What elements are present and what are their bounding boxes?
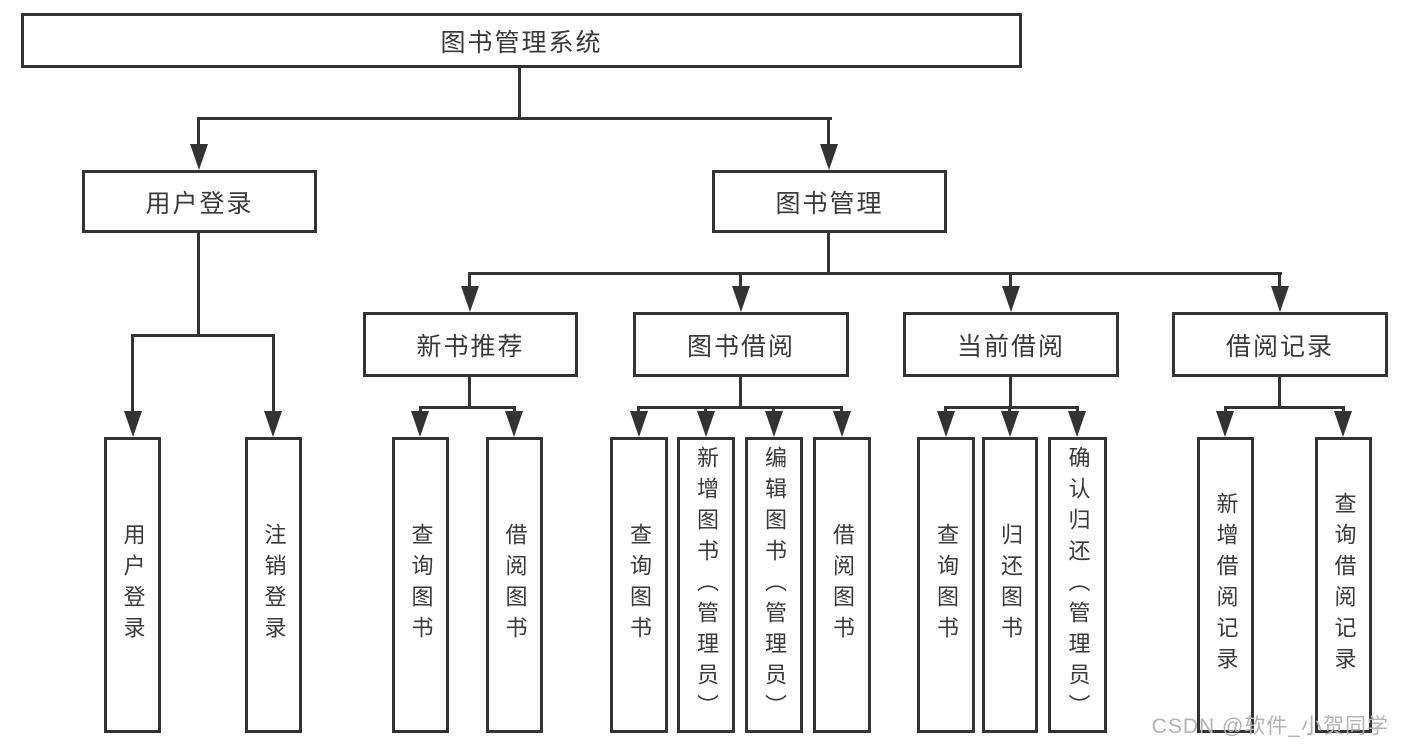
node-user-login: 用户登录 bbox=[82, 170, 317, 233]
node-root-label: 图书管理系统 bbox=[440, 28, 603, 57]
connector-records-drop-1 bbox=[1224, 406, 1227, 414]
leaf-records-add-record-label: 新增借阅记录 bbox=[1213, 492, 1239, 678]
node-book-management-label: 图书管理 bbox=[775, 189, 884, 218]
leaf-borrow-edit-books-admin: 编辑图书（管理员） bbox=[745, 437, 803, 733]
leaf-borrow-query-books: 查询图书 bbox=[610, 437, 668, 733]
leaf-current-return-books: 归还图书 bbox=[982, 437, 1038, 733]
leaf-newbook-query-books-label: 查询图书 bbox=[408, 523, 434, 647]
connector-records-trunk bbox=[1278, 375, 1281, 408]
arrowhead-down bbox=[697, 411, 715, 437]
csdn-watermark: CSDN @软件_小贺同学 bbox=[1151, 715, 1389, 738]
arrowhead-down bbox=[937, 411, 955, 437]
node-new-book-recommend-label: 新书推荐 bbox=[416, 332, 525, 361]
connector-newbook-hline bbox=[419, 406, 516, 409]
connector-level2-drop-1 bbox=[468, 272, 471, 292]
leaf-borrow-add-books-admin: 新增图书（管理员） bbox=[677, 437, 735, 733]
arrowhead-down bbox=[820, 144, 838, 170]
connector-newbook-drop-1 bbox=[419, 406, 422, 414]
connector-records-drop-2 bbox=[1342, 406, 1345, 414]
arrowhead-down bbox=[833, 411, 851, 437]
arrowhead-down bbox=[124, 411, 142, 437]
arrowhead-down bbox=[630, 411, 648, 437]
connector-borrow-drop-1 bbox=[637, 406, 640, 414]
connector-userlogin-hline bbox=[131, 334, 275, 337]
connector-borrow-hline bbox=[637, 406, 843, 409]
leaf-current-confirm-return-admin: 确认归还（管理员） bbox=[1048, 437, 1107, 733]
leaf-newbook-borrow-books: 借阅图书 bbox=[486, 437, 543, 733]
connector-root-trunk bbox=[518, 66, 521, 120]
leaf-logout: 注销登录 bbox=[245, 437, 302, 733]
arrowhead-down bbox=[1271, 286, 1289, 312]
connector-level1-hline bbox=[197, 117, 832, 120]
connector-records-hline bbox=[1224, 406, 1345, 409]
arrowhead-down bbox=[190, 144, 208, 170]
arrowhead-down bbox=[765, 411, 783, 437]
leaf-borrow-borrow-books-label: 借阅图书 bbox=[830, 523, 855, 647]
leaf-borrow-add-books-admin-label: 新增图书（管理员） bbox=[694, 445, 719, 725]
arrowhead-down bbox=[411, 411, 429, 437]
leaf-borrow-borrow-books: 借阅图书 bbox=[813, 437, 871, 733]
connector-newbook-drop-2 bbox=[513, 406, 516, 414]
node-current-borrow: 当前借阅 bbox=[903, 312, 1119, 377]
connector-current-drop-2 bbox=[1008, 406, 1011, 414]
connector-level2-drop-2 bbox=[739, 272, 742, 292]
leaf-user-login-label: 用户登录 bbox=[120, 523, 146, 647]
leaf-current-query-books: 查询图书 bbox=[917, 437, 975, 733]
arrowhead-down bbox=[1001, 411, 1019, 437]
leaf-borrow-query-books-label: 查询图书 bbox=[627, 523, 652, 647]
node-book-management: 图书管理 bbox=[712, 170, 947, 233]
connector-level2-hline bbox=[468, 272, 1282, 275]
connector-userlogin-drop-1 bbox=[131, 334, 134, 416]
node-borrow-records-label: 借阅记录 bbox=[1225, 332, 1334, 361]
connector-userlogin-trunk bbox=[197, 231, 200, 336]
connector-borrow-trunk bbox=[739, 375, 742, 408]
leaf-records-query-record-label: 查询借阅记录 bbox=[1331, 492, 1357, 678]
node-borrow-records: 借阅记录 bbox=[1172, 312, 1388, 377]
connector-level2-drop-3 bbox=[1009, 272, 1012, 292]
node-book-borrow: 图书借阅 bbox=[633, 312, 849, 377]
connector-borrow-drop-3 bbox=[772, 406, 775, 414]
connector-borrow-drop-4 bbox=[840, 406, 843, 414]
leaf-newbook-query-books: 查询图书 bbox=[392, 437, 449, 733]
connector-userlogin-drop-2 bbox=[272, 334, 275, 416]
connector-borrow-drop-2 bbox=[704, 406, 707, 414]
arrowhead-down bbox=[1216, 411, 1234, 437]
connector-current-trunk bbox=[1009, 375, 1012, 408]
node-current-borrow-label: 当前借阅 bbox=[956, 332, 1065, 361]
leaf-user-login: 用户登录 bbox=[104, 437, 161, 733]
arrowhead-down bbox=[1002, 286, 1020, 312]
node-book-borrow-label: 图书借阅 bbox=[686, 332, 795, 361]
leaf-newbook-borrow-books-label: 借阅图书 bbox=[502, 523, 528, 647]
node-new-book-recommend: 新书推荐 bbox=[363, 312, 578, 377]
arrowhead-down bbox=[1334, 411, 1352, 437]
node-user-login-label: 用户登录 bbox=[145, 189, 254, 218]
arrowhead-down bbox=[264, 411, 282, 437]
connector-current-hline bbox=[944, 406, 1079, 409]
connector-level1-drop-right bbox=[827, 117, 830, 150]
leaf-current-confirm-return-admin-label: 确认归还（管理员） bbox=[1065, 445, 1091, 725]
connector-current-drop-3 bbox=[1076, 406, 1079, 414]
arrowhead-down bbox=[732, 286, 750, 312]
connector-bookmgmt-trunk bbox=[827, 231, 830, 274]
leaf-records-add-record: 新增借阅记录 bbox=[1197, 437, 1254, 733]
node-root: 图书管理系统 bbox=[21, 13, 1022, 68]
leaf-records-query-record: 查询借阅记录 bbox=[1315, 437, 1372, 733]
connector-current-drop-1 bbox=[944, 406, 947, 414]
arrowhead-down bbox=[461, 286, 479, 312]
leaf-logout-label: 注销登录 bbox=[261, 523, 287, 647]
arrowhead-down bbox=[1068, 411, 1086, 437]
connector-level2-drop-4 bbox=[1278, 272, 1281, 292]
leaf-current-return-books-label: 归还图书 bbox=[998, 523, 1023, 647]
leaf-current-query-books-label: 查询图书 bbox=[934, 523, 959, 647]
connector-level1-drop-left bbox=[197, 117, 200, 150]
connector-newbook-trunk bbox=[468, 375, 471, 408]
arrowhead-down bbox=[505, 411, 523, 437]
leaf-borrow-edit-books-admin-label: 编辑图书（管理员） bbox=[762, 445, 787, 725]
